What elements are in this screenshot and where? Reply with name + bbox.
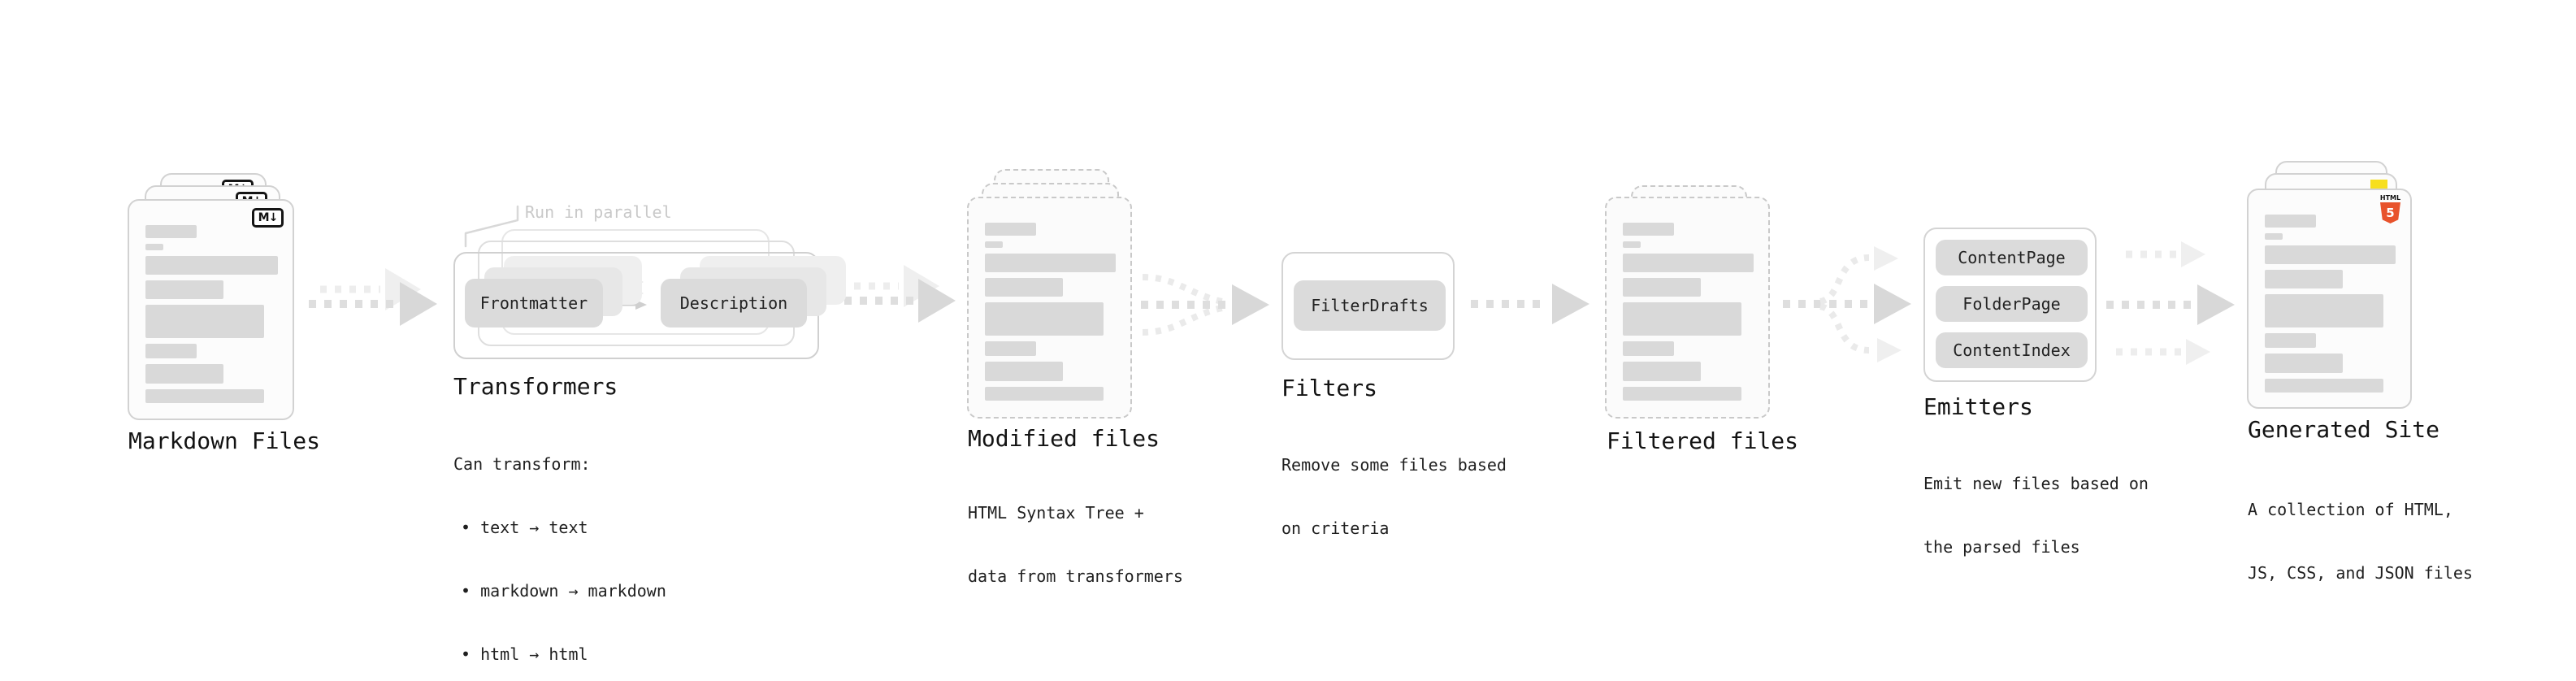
text-line xyxy=(1623,254,1754,272)
transformers-stack: Frontmatter Description xyxy=(453,205,846,361)
text-line xyxy=(145,389,264,403)
label-modified-files: Modified files xyxy=(968,425,1160,452)
run-in-parallel-annotation: Run in parallel xyxy=(525,202,672,222)
desc-line: data from transformers xyxy=(968,566,1183,586)
text-line xyxy=(145,244,163,250)
label-filtered-files: Filtered files xyxy=(1607,427,1799,454)
arrow-filtered-to-emitters xyxy=(1783,246,1911,362)
desc-line: JS, CSS, and JSON files xyxy=(2248,563,2473,583)
text-line xyxy=(1623,278,1701,297)
desc-title: Can transform: xyxy=(453,454,591,474)
text-line xyxy=(985,223,1036,236)
js-icon xyxy=(2370,180,2387,189)
html5-icon-shield: 5 xyxy=(2380,202,2400,223)
text-line xyxy=(145,305,264,338)
modified-file-stack xyxy=(967,169,1132,419)
desc-line: Emit new files based on xyxy=(1923,474,2149,493)
text-line xyxy=(1623,362,1701,381)
text-line xyxy=(1623,302,1741,336)
desc-line: HTML Syntax Tree + xyxy=(968,503,1144,523)
document-text-placeholder xyxy=(2265,215,2396,398)
desc-line: A collection of HTML, xyxy=(2248,500,2453,519)
text-line xyxy=(1623,387,1741,401)
text-line xyxy=(985,278,1063,297)
text-line xyxy=(2265,333,2316,348)
desc-item: • html → html xyxy=(461,644,588,664)
markdown-file-stack: M↓ M↓ M↓ xyxy=(128,173,294,420)
markdown-icon: M↓ xyxy=(252,208,284,228)
text-line xyxy=(2265,215,2316,228)
text-line xyxy=(2265,245,2396,264)
text-line xyxy=(2265,379,2383,393)
filters-box: FilterDrafts xyxy=(1281,252,1455,360)
folderpage-chip: FolderPage xyxy=(1936,286,2088,322)
html-file-card: HTML 5 xyxy=(2247,189,2412,409)
filterdrafts-chip: FilterDrafts xyxy=(1294,280,1446,331)
label-transformers: Transformers xyxy=(453,373,618,400)
text-line xyxy=(985,387,1104,401)
desc-item: • markdown → markdown xyxy=(461,581,666,601)
text-line xyxy=(985,241,1003,248)
label-filters: Filters xyxy=(1281,375,1378,401)
text-line xyxy=(145,225,197,238)
contentindex-chip: ContentIndex xyxy=(1936,332,2088,368)
text-line xyxy=(145,364,223,384)
text-line xyxy=(2265,233,2283,240)
text-line xyxy=(1623,341,1674,356)
arrow-filters-to-filtered xyxy=(1471,284,1589,324)
text-line xyxy=(985,341,1036,356)
markdown-file-card: M↓ xyxy=(128,199,294,420)
description-chip: Description xyxy=(661,279,807,327)
document-text-placeholder xyxy=(1623,223,1754,406)
frontmatter-chip: Frontmatter xyxy=(465,279,603,327)
filters-description: Remove some files based on criteria xyxy=(1281,412,1507,581)
arrow-modified-to-filters xyxy=(1141,274,1269,336)
label-emitters: Emitters xyxy=(1923,393,2033,420)
text-line xyxy=(985,302,1104,336)
desc-line: Remove some files based xyxy=(1281,455,1507,475)
html5-icon-text: HTML xyxy=(2379,194,2401,202)
label-generated-site: Generated Site xyxy=(2248,416,2440,443)
arrow-markdown-to-transformers xyxy=(309,268,437,326)
modified-files-description: HTML Syntax Tree + data from transformer… xyxy=(968,460,1183,629)
text-line xyxy=(1623,223,1674,236)
filtered-file-card xyxy=(1605,197,1770,419)
document-text-placeholder xyxy=(985,223,1116,406)
text-line xyxy=(985,254,1116,272)
transformers-description: Can transform: • text → text • markdown … xyxy=(453,411,666,681)
text-line xyxy=(2265,294,2383,327)
text-line xyxy=(145,344,197,358)
text-line xyxy=(145,256,278,275)
arrows-emitters-to-generated xyxy=(2106,241,2235,365)
arrow-transformers-to-modified xyxy=(829,265,956,323)
generated-site-description: A collection of HTML, JS, CSS, and JSON … xyxy=(2248,457,2473,626)
filtered-file-stack xyxy=(1605,185,1770,419)
text-line xyxy=(145,280,223,299)
emitters-description: Emit new files based on the parsed files xyxy=(1923,431,2149,600)
modified-file-card xyxy=(967,197,1132,419)
contentpage-chip: ContentPage xyxy=(1936,240,2088,275)
desc-line: on criteria xyxy=(1281,518,1390,538)
desc-line: the parsed files xyxy=(1923,537,2080,557)
text-line xyxy=(2265,270,2343,288)
text-line xyxy=(1623,241,1641,248)
text-line xyxy=(2265,354,2343,373)
generated-site-stack: CSS HTML 5 xyxy=(2247,161,2412,409)
emitters-box: ContentPage FolderPage ContentIndex xyxy=(1923,228,2097,382)
desc-item: • text → text xyxy=(461,518,588,537)
html5-icon: HTML 5 xyxy=(2379,194,2401,223)
text-line xyxy=(985,362,1063,381)
document-text-placeholder xyxy=(145,225,278,409)
label-markdown-files: Markdown Files xyxy=(128,427,321,454)
